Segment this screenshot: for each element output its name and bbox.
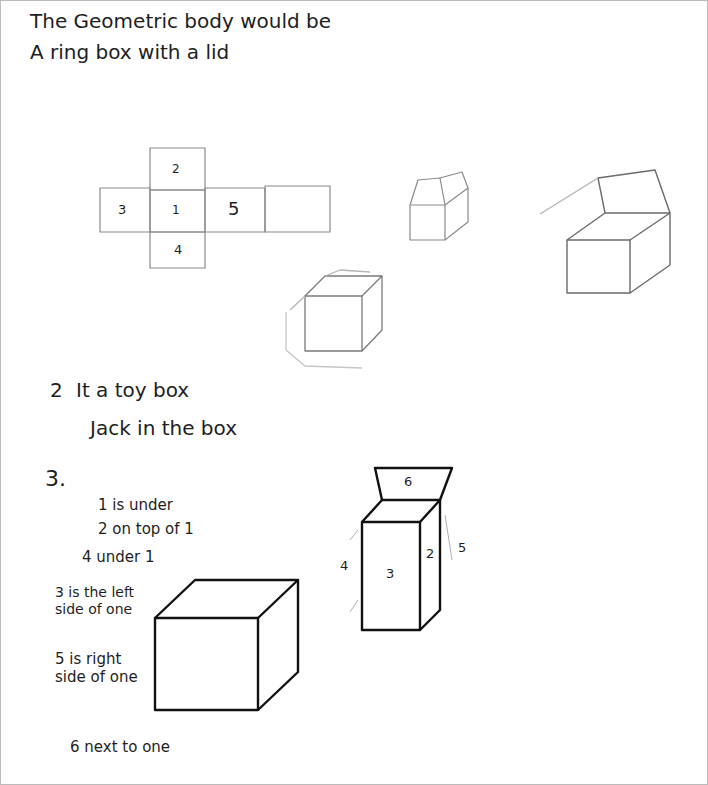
answer-note: 1 is under — [98, 496, 173, 514]
answer-note: 4 under 1 — [82, 548, 155, 566]
answer-note: 2 on top of 1 — [98, 520, 194, 538]
cube-drawing — [155, 580, 298, 710]
answer-note: 5 is right side of one — [55, 650, 155, 686]
cube-sketch — [286, 270, 382, 368]
pencil-shading — [350, 515, 452, 612]
face-number: 5 — [228, 198, 239, 220]
folding-sketch — [410, 172, 468, 240]
face-number: 4 — [174, 242, 182, 258]
open-box-sketch — [540, 170, 670, 293]
answer-note: 3 is the left side of one — [55, 584, 155, 618]
lidded-cube-drawing — [362, 468, 452, 630]
face-number: 3 — [386, 566, 394, 582]
face-number: 2 — [172, 162, 180, 176]
face-number: 5 — [458, 540, 466, 556]
answer-note: Jack in the box — [90, 416, 237, 440]
face-number: 4 — [340, 558, 348, 574]
heading-note: The Geometric body would be A ring box w… — [30, 6, 350, 68]
question-number: 2 — [50, 378, 63, 402]
answer-note: 6 next to one — [70, 738, 170, 756]
face-number: 1 — [172, 203, 180, 217]
face-number: 2 — [426, 546, 434, 562]
cube-net — [100, 148, 330, 268]
answer-note: It a toy box — [76, 378, 189, 402]
question-number: 3. — [45, 466, 66, 492]
face-number: 3 — [118, 202, 126, 218]
face-number: 6 — [404, 474, 412, 490]
